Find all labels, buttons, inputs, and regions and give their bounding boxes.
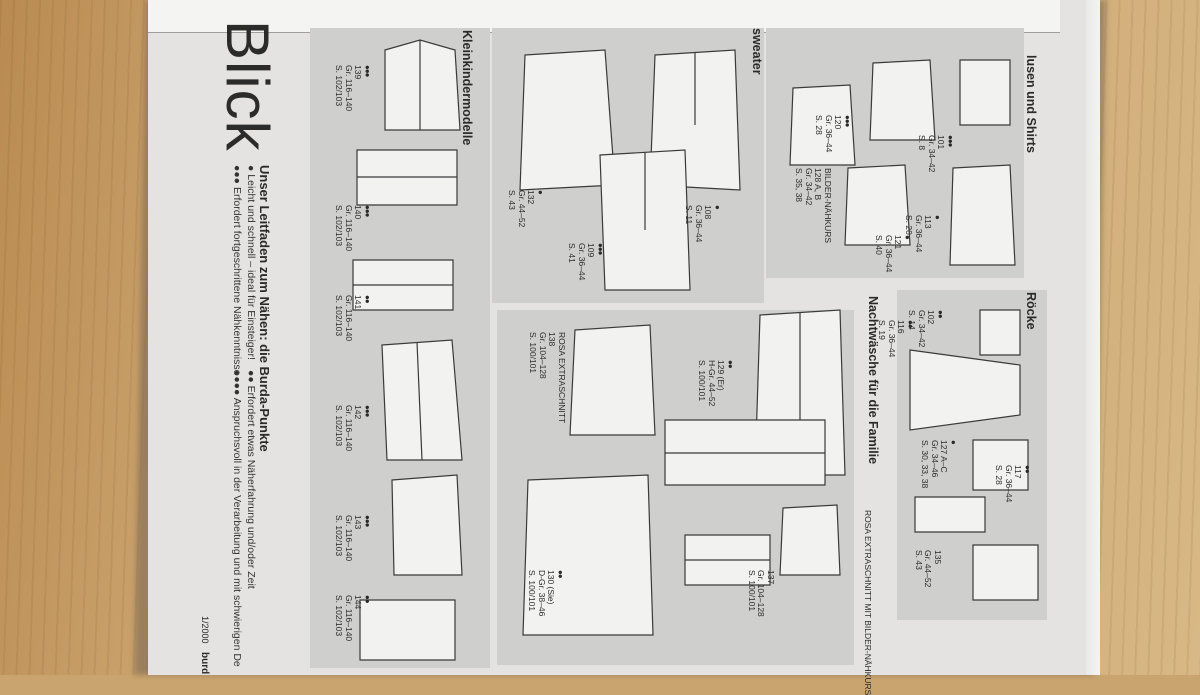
skirt-sketch [909,349,1021,431]
skirt-sketch [979,309,1021,356]
blouse-sketch [949,164,1016,266]
nightgown-sketch [522,474,654,636]
child-pyjama-trousers-sketch [684,534,771,586]
legend-line-2: ●● Erfordert etwas Näherfahrung und/oder… [245,370,257,589]
jacket-sketch [391,474,463,576]
page-number: 1/2000 [200,616,210,644]
overall-sketch [359,599,456,661]
previous-page-edge [148,0,1060,33]
skirt-sketch [972,544,1039,601]
skirt-sketch [972,439,1029,491]
pyjama-top-sketch [569,324,656,436]
section-roecke: Röcke [1024,292,1038,330]
trousers-sketch [352,259,454,311]
legend-line-4: ●●●● Anspruchsvoll in der Verarbeitung u… [231,370,243,667]
pyjama-trousers-sketch [664,419,826,486]
skirt-sketch [914,496,986,533]
sweater-sketch [599,149,691,291]
blouse-sketch [869,59,936,141]
jacket-sketch [381,339,463,461]
shirt-sketch [959,59,1011,126]
section-sweater: sweater [750,28,764,75]
legend-title: Unser Leitfaden zum Nähen: die Burda-Pun… [257,165,272,452]
legend-line-1: ● Leicht und schnell – ideal für Einstei… [245,165,257,360]
blouse-sketch [844,164,911,246]
legend-line-3: ●●● Erfordert fortgeschrittene Nähkenntn… [231,165,243,376]
blouse-sketch [789,84,856,166]
trousers-sketch [356,149,458,206]
heading-blick: Blick [214,20,281,152]
child-pyjama-top-sketch [779,504,841,576]
brand-mark: burd [199,652,210,675]
section-blusen: lusen und Shirts [1024,55,1038,153]
jacket-sketch [384,39,461,131]
item-label-137-note: ROSA EXTRASCHNITT MIT BILDER-NÄHKURS [863,510,873,695]
